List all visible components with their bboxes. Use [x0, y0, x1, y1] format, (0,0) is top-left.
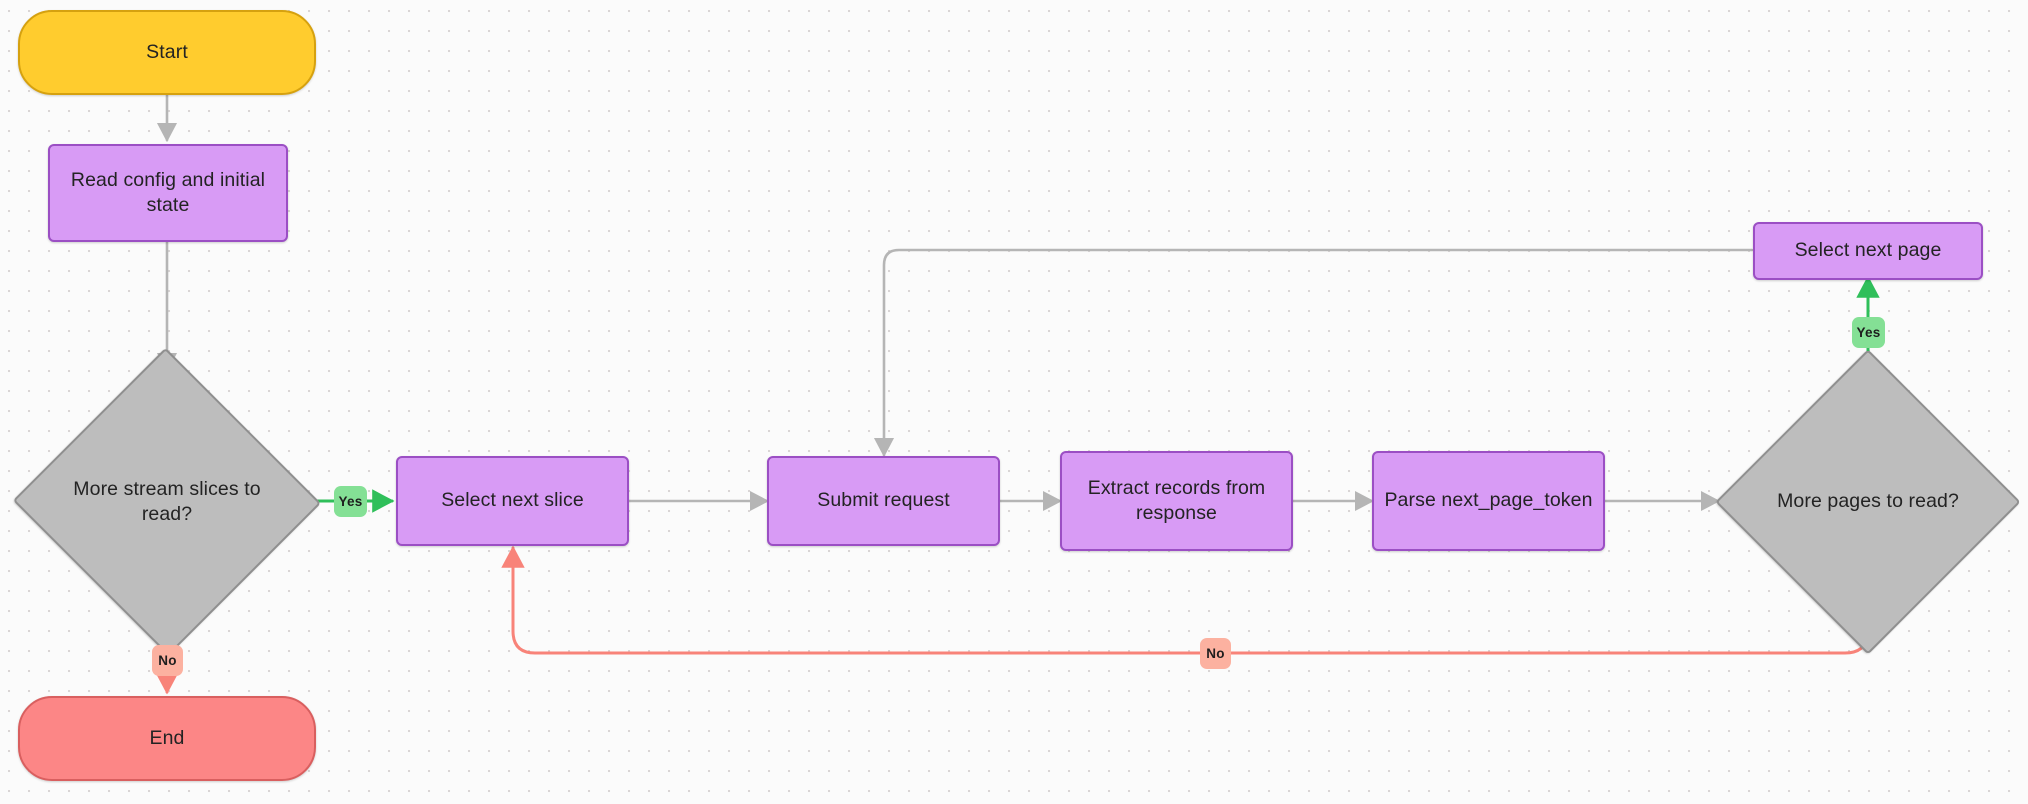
node-select-next-page[interactable]: Select next page — [1753, 222, 1983, 280]
edge-label-text: Yes — [338, 494, 363, 509]
edge-label-slices-no[interactable]: No — [152, 645, 183, 676]
node-select-next-slice-label: Select next slice — [441, 489, 584, 512]
node-submit-request[interactable]: Submit request — [767, 456, 1000, 546]
edge-label-pages-no[interactable]: No — [1200, 638, 1231, 669]
node-extract-records[interactable]: Extract records from response — [1060, 451, 1293, 551]
node-start[interactable]: Start — [18, 10, 316, 95]
node-extract-records-label: Extract records from response — [1087, 476, 1266, 524]
node-parse-next-page-token[interactable]: Parse next_page_token — [1372, 451, 1605, 551]
node-more-stream-slices[interactable]: More stream slices to read? — [12, 347, 322, 657]
node-more-pages-label: More pages to read? — [1777, 490, 1959, 513]
node-submit-request-label: Submit request — [817, 489, 950, 512]
node-end[interactable]: End — [18, 696, 316, 781]
edge-label-pages-yes[interactable]: Yes — [1852, 317, 1885, 348]
edge-more-pages-no-to-select-slice — [501, 545, 1870, 655]
node-parse-next-page-token-label: Parse next_page_token — [1384, 489, 1593, 512]
node-select-next-page-label: Select next page — [1794, 239, 1942, 262]
edge-label-text: No — [158, 653, 177, 668]
edge-label-slices-yes[interactable]: Yes — [334, 486, 367, 517]
node-end-label: End — [149, 726, 185, 749]
node-read-config-label: Read config and initial state — [70, 168, 266, 216]
node-more-stream-slices-label: More stream slices to read? — [73, 477, 261, 525]
edge-label-text: Yes — [1856, 325, 1881, 340]
node-select-next-slice[interactable]: Select next slice — [396, 456, 629, 546]
node-more-pages[interactable]: More pages to read? — [1715, 349, 2021, 655]
edge-select-page-to-submit-request — [873, 248, 1754, 458]
edge-label-text: No — [1206, 646, 1225, 661]
node-read-config[interactable]: Read config and initial state — [48, 144, 288, 242]
node-start-label: Start — [146, 40, 188, 63]
